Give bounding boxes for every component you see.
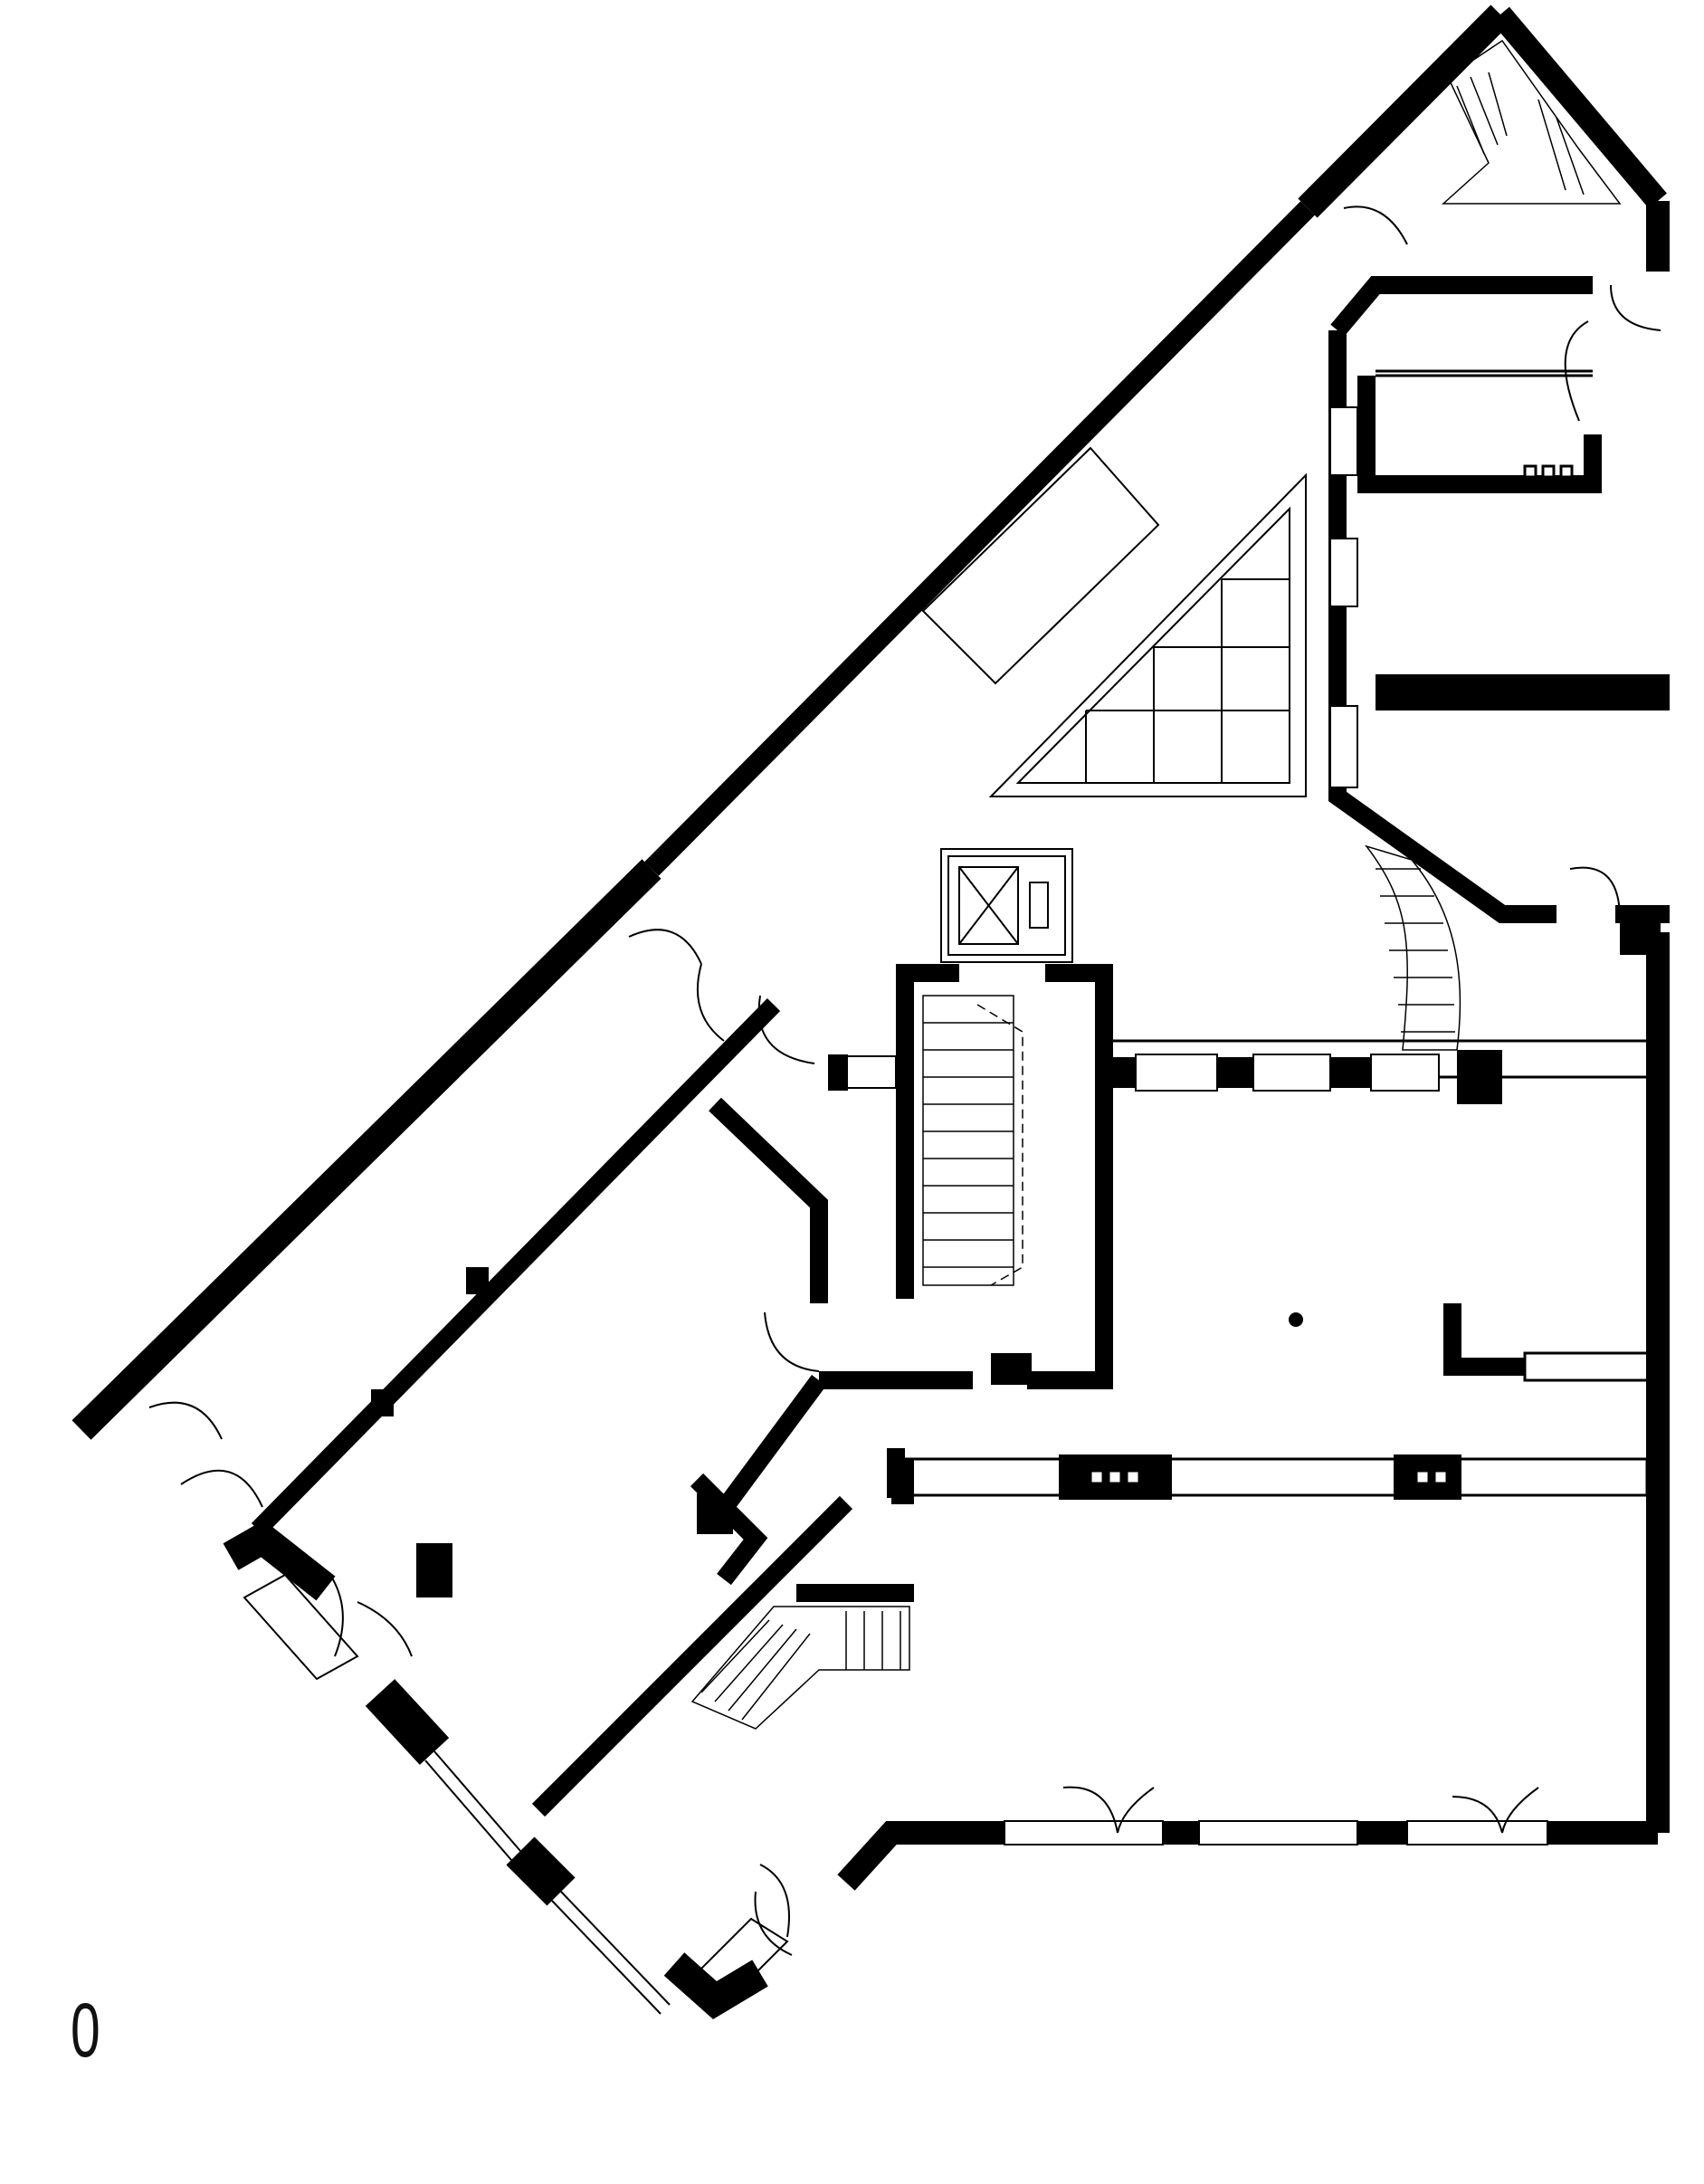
stairs [690,39,1622,1730]
partitions [894,369,1670,1497]
sw-facade-pier [365,1679,450,1765]
sw-bay-upper [223,1520,336,1601]
entrance-recess [921,446,1160,685]
interior-walls [251,276,1670,1817]
mid-wall-1 [1443,1303,1525,1376]
upper-room-top [1330,276,1593,337]
wall-blocks [371,910,1669,1597]
nw-facade-wall-thick [71,859,662,1440]
door-swings [148,205,1661,1956]
ne-wall [1491,6,1667,209]
elevator [940,848,1073,963]
diagonal-interior-wall-2 [531,1495,853,1817]
core-link [720,1375,827,1508]
interior-openings [845,406,1440,1092]
facade-windows [243,1573,1548,2015]
skylight [988,472,1307,797]
nw-facade-wall-lower [644,201,1315,876]
column [1289,1312,1303,1327]
exterior-walls [71,5,1670,2020]
core-wall-left [896,964,959,1299]
sw-facade-pier2 [506,1836,576,1906]
upper-room-inner [1357,376,1602,493]
diagonal-interior-wall [251,997,781,1537]
sw-bay-wall [663,1952,768,2020]
floor-level-label: 0 [71,1988,100,2073]
south-wall-left [837,1821,1004,1891]
vents [1089,464,1574,1485]
nw-facade-wall [1298,5,1510,218]
core-wall-right [1027,964,1113,1389]
core-inner [709,1097,828,1303]
